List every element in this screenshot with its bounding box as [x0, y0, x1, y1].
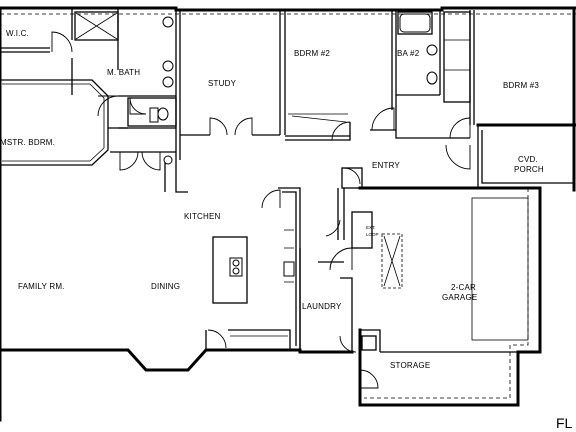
laundry-label: LAUNDRY [302, 302, 342, 311]
study-label: STUDY [208, 79, 237, 88]
ext-loop-note-line2: LOOP [366, 232, 379, 237]
wic-label: W.I.C. [6, 29, 29, 38]
sink-icon [162, 16, 174, 28]
toilet-tank-icon [149, 107, 159, 123]
pantry-door-icon [261, 189, 281, 209]
toilet-icon [157, 107, 169, 121]
bath-2-label: BA #2 [397, 49, 420, 58]
bdrm2-door-icon [331, 121, 351, 141]
interior-walls [0, 8, 574, 353]
pantry-closet-door-icon [207, 329, 227, 349]
ba2-door-icon [371, 107, 395, 131]
covered-porch-label-line2: PORCH [514, 165, 544, 174]
hall-door-icon [325, 219, 341, 237]
closet-door-icon [119, 151, 139, 171]
fixtures [149, 13, 438, 165]
doors [51, 31, 471, 389]
garage-label-line1: 2-CAR [451, 283, 476, 292]
room-labels: W.I.C. M. BATH STUDY BDRM #2 BA #2 BDRM … [0, 29, 573, 431]
laundry-closet-door-icon [339, 335, 357, 353]
front-door-icon [445, 144, 471, 170]
dining-label: DINING [151, 282, 180, 291]
storage-label: STORAGE [390, 361, 430, 370]
sink-icon [426, 44, 438, 56]
storage-door-icon [359, 369, 379, 389]
bathtub-icon [399, 13, 431, 33]
kitchen-label: KITCHEN [184, 212, 221, 221]
bedroom-3-label: BDRM #3 [503, 81, 539, 90]
wic-door-icon [51, 31, 73, 53]
master-bath-label: M. BATH [107, 68, 140, 77]
entry-label: ENTRY [372, 161, 400, 170]
laundry-door-icon [329, 247, 353, 271]
master-bedroom-label: MSTR. BDRM. [0, 138, 55, 147]
sink-icon [162, 60, 174, 72]
study-door-left-icon [209, 117, 228, 136]
exterior-walls [0, 6, 576, 422]
sink-icon [162, 76, 174, 88]
bedroom-2-label: BDRM #2 [294, 49, 330, 58]
garage-label-line2: GARAGE [442, 293, 477, 302]
study-door-right-icon [234, 117, 253, 136]
garage-entry-door-icon [343, 167, 361, 185]
toilet-icon [426, 71, 438, 85]
closet-door-icon [141, 151, 161, 171]
bath-door-icon [97, 95, 119, 117]
sink-icon [163, 155, 173, 165]
bdrm3-door-icon [449, 117, 471, 139]
covered-porch-label-line1: CVD. [518, 155, 538, 164]
sheet-label: FL [556, 415, 573, 431]
wc-door-icon [129, 97, 147, 115]
family-room-label: FAMILY RM. [18, 282, 65, 291]
ext-loop-note-line1: EXT. [366, 225, 376, 230]
